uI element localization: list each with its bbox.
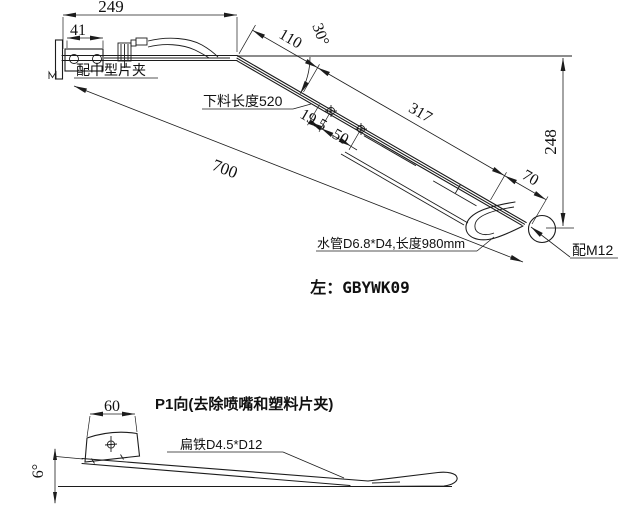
dimline-110: [252, 29, 318, 68]
label-clip: 配中型片夹: [76, 62, 146, 78]
label-blank-leader: [292, 103, 312, 110]
p1-paddle-tip: [367, 471, 458, 488]
ext-60-left: [86, 415, 91, 438]
dimline-700: [73, 85, 524, 263]
p1-view-title: P1向(去除喷嘴和塑料片夹): [155, 395, 333, 413]
angle-30: 30°: [308, 21, 332, 48]
nozzle-head: [135, 37, 148, 46]
drawing-title: 左：GBYWK09: [309, 278, 409, 297]
dim-248: 248: [541, 129, 560, 155]
clamp-hole-left: [69, 54, 79, 64]
nozzle-tube-inner: [147, 44, 210, 59]
ext-70-end: [531, 196, 549, 225]
clamp-hole-right: [92, 54, 102, 64]
angle-6: 6°: [30, 464, 47, 478]
dim-60: 60: [104, 398, 120, 415]
p1-bar-top-edge: [81, 457, 369, 482]
mount-tab-hatch: [48, 70, 57, 79]
angle-6-arrow-up: [53, 448, 57, 460]
label-m12-leader: [530, 226, 571, 258]
label-m12: 配M12: [572, 242, 613, 258]
dim-249: 249: [98, 0, 124, 16]
dim-70: 70: [519, 167, 541, 190]
ext-110-start: [238, 24, 256, 54]
label-blank-length: 下料长度520: [203, 93, 283, 109]
p1-paddle-inner-line: [371, 481, 401, 484]
p1-bar-bottom-edge: [81, 462, 351, 487]
label-water-leader: [476, 236, 495, 252]
p1-view-drawing: P1向(去除喷嘴和塑料片夹) 60 6° 扁铁D4.5*D12: [30, 395, 458, 504]
p1-bar-tick-2: [120, 454, 124, 460]
m12-end-circle: [527, 214, 557, 244]
dim-41: 41: [70, 22, 86, 39]
label-flat-iron-leader: [282, 451, 345, 479]
mount-tab-outline: [54, 39, 64, 80]
top-view-drawing: 249 41 110 317 70 30° 19.5 50: [48, 0, 618, 297]
label-flat-iron: 扁铁D4.5*D12: [180, 437, 262, 452]
angle-6-arrow-down: [53, 492, 57, 504]
p1-bar-extension-line: [55, 456, 84, 460]
p1-clamp-outline: [84, 431, 141, 463]
nozzle-tube-outer: [147, 37, 219, 58]
ext-60-right: [134, 415, 138, 433]
label-water-pipe: 水管D6.8*D4,长度980mm: [317, 236, 465, 251]
